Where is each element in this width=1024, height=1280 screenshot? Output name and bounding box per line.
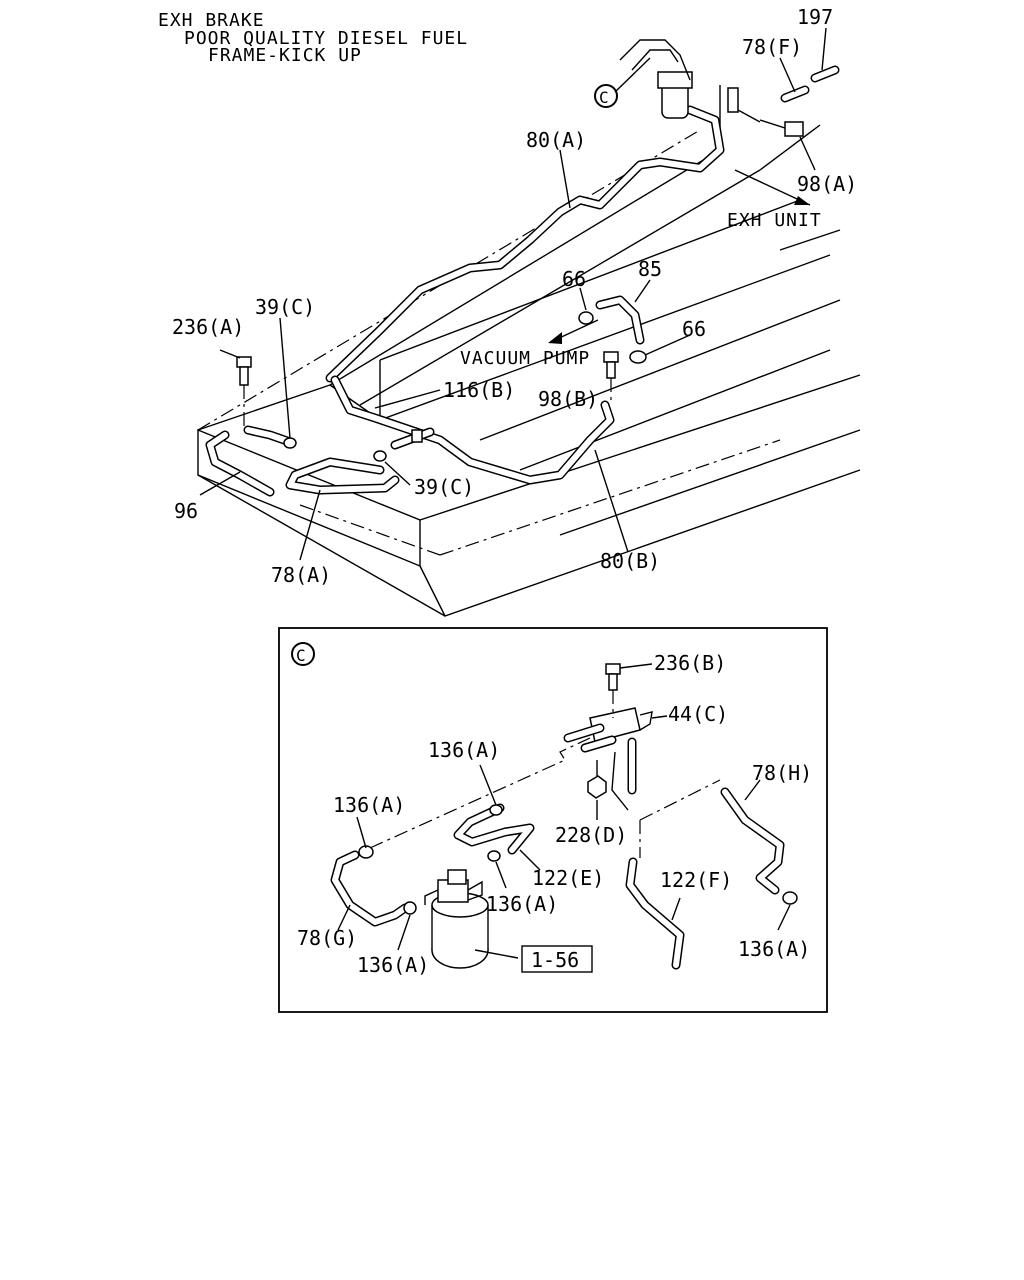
header-line-3: FRAME-KICK UP [208, 45, 362, 66]
arrow-vacuum-pump [554, 319, 599, 341]
exh-unit-assembly [619, 39, 761, 123]
clamp-136a-mid [487, 850, 501, 862]
hose-78h [720, 787, 785, 895]
label-136a-3: 136(A) [486, 892, 558, 916]
clamp-136a-top [489, 804, 503, 816]
detail-guide-lines [369, 737, 721, 858]
label-98a: 98(A) [797, 172, 857, 196]
bolt-236b [605, 663, 621, 718]
label-66-top: 66 [562, 267, 586, 291]
leader-lines-main [199, 27, 827, 561]
detail-c-circle [291, 642, 315, 666]
hose-96 [205, 425, 295, 497]
clamp-136a-bottom [403, 901, 417, 915]
label-96: 96 [174, 499, 198, 523]
hose-78f [780, 85, 810, 103]
detail-c-marker [594, 84, 618, 108]
clamp-66-right [629, 350, 647, 364]
rod-197 [810, 65, 840, 83]
label-197: 197 [797, 5, 833, 29]
label-136a-1: 136(A) [428, 738, 500, 762]
filter-unit [424, 869, 489, 969]
hose-85 [595, 295, 645, 345]
label-228d: 228(D) [555, 823, 627, 847]
detail-c-circle-label: C [296, 646, 306, 665]
hose-78g [330, 850, 410, 927]
label-78g: 78(G) [297, 926, 357, 950]
label-98b: 98(B) [538, 387, 598, 411]
bolt-236a [236, 356, 252, 430]
hose-78a [285, 457, 400, 495]
leader-lines-detail [337, 663, 791, 959]
frame-rails [197, 85, 861, 617]
label-136a-5: 136(A) [738, 937, 810, 961]
nut-228d [587, 775, 607, 799]
label-1-56: 1-56 [531, 948, 579, 972]
label-78f: 78(F) [742, 35, 802, 59]
pipe-stubs [611, 737, 637, 811]
pipe-80b [330, 375, 615, 485]
label-136a-4: 136(A) [357, 953, 429, 977]
detail-c-box [278, 627, 828, 1013]
label-85: 85 [638, 257, 662, 281]
label-39c-top: 39(C) [255, 295, 315, 319]
label-78a: 78(A) [271, 563, 331, 587]
label-122f: 122(F) [660, 868, 732, 892]
label-116b: 116(B) [443, 378, 515, 402]
hose-122e [453, 803, 535, 855]
connector-116b [390, 427, 435, 450]
label-39c-bottom: 39(C) [414, 475, 474, 499]
arrow-exh-unit-head [794, 196, 810, 205]
label-exh-unit: EXH UNIT [727, 210, 822, 231]
label-80a: 80(A) [526, 128, 586, 152]
clamp-66-top [578, 311, 594, 325]
bolt-98b [603, 351, 619, 400]
pipe-80a [325, 105, 725, 383]
label-44c: 44(C) [668, 702, 728, 726]
label-236b: 236(B) [654, 651, 726, 675]
label-vacuum-pump: VACUUM PUMP [460, 348, 590, 369]
label-236a: 236(A) [172, 315, 244, 339]
bracket-44c [563, 707, 653, 753]
clamp-39c-top [283, 437, 297, 449]
hose-122f [625, 857, 685, 970]
clamp-136a-right [782, 891, 798, 905]
header-line-2: POOR QUALITY DIESEL FUEL [184, 28, 468, 49]
clamp-39c-bottom [373, 450, 387, 462]
arrow-vacuum-pump-head [548, 332, 562, 344]
detail-c-marker-label: C [599, 88, 609, 107]
label-66-right: 66 [682, 317, 706, 341]
label-122e: 122(E) [532, 866, 604, 890]
ref-1-56-box [521, 945, 593, 973]
label-136a-2: 136(A) [333, 793, 405, 817]
header-line-1: EXH BRAKE [158, 10, 265, 31]
bolt-98a [759, 119, 804, 137]
label-78h: 78(H) [752, 761, 812, 785]
label-80b: 80(B) [600, 549, 660, 573]
